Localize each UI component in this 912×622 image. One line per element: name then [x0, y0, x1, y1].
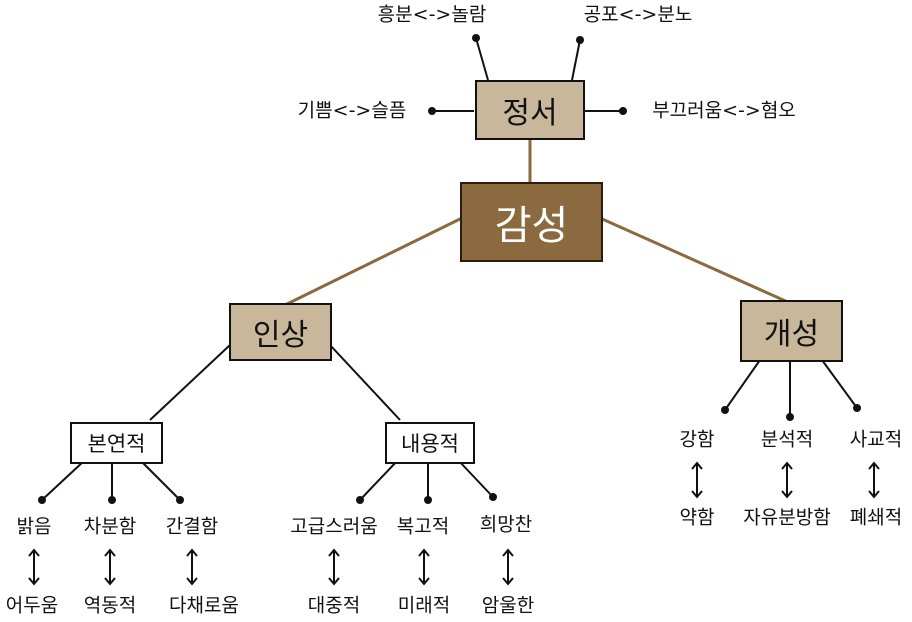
content-pair-bottom: 대중적	[307, 594, 361, 617]
double-arrow-icon: <->	[412, 3, 452, 26]
form-label: 본연적	[87, 432, 146, 456]
impression-node: 인상	[229, 303, 332, 361]
double-arrow-icon	[417, 548, 431, 586]
pair-left: 흥분	[377, 3, 413, 26]
double-arrow-icon	[103, 548, 117, 586]
form-pair-bottom: 어두움	[5, 594, 59, 617]
content-label: 내용적	[401, 432, 459, 456]
double-arrow-icon	[867, 461, 881, 499]
center-label: 감성	[494, 203, 569, 249]
emotion-pair-shame-disgust: 부끄러움<->혐오	[652, 99, 796, 122]
pair-left: 공포	[583, 3, 619, 26]
pair-right: 분노	[657, 3, 693, 26]
form-pair-top: 간결함	[165, 515, 219, 538]
double-arrow-icon: <->	[332, 99, 372, 122]
personality-pair-top: 분석적	[760, 428, 814, 451]
pair-right: 놀람	[451, 3, 487, 26]
double-arrow-icon: <->	[618, 3, 658, 26]
personality-node: 개성	[740, 300, 843, 362]
double-arrow-icon	[501, 548, 515, 586]
double-arrow-icon	[690, 461, 704, 499]
content-pair-bottom: 암울한	[481, 594, 535, 617]
personality-pair-top: 사교적	[849, 428, 903, 451]
personality-pair-top: 강함	[679, 428, 715, 451]
double-arrow-icon	[327, 548, 341, 586]
emotion-node: 정서	[475, 80, 585, 140]
emotion-pair-joy-sadness: 기쁨<->슬픔	[297, 99, 407, 122]
double-arrow-icon	[185, 548, 199, 586]
content-pair-top: 복고적	[396, 515, 450, 538]
pair-left: 기쁨	[297, 99, 333, 122]
content-node: 내용적	[385, 422, 475, 464]
personality-pair-bottom: 폐쇄적	[849, 506, 903, 529]
content-pair-top: 고급스러움	[290, 515, 378, 538]
center-node: 감성	[460, 182, 603, 262]
emotion-label: 정서	[502, 96, 558, 131]
link-center-personality	[599, 216, 791, 305]
form-pair-top: 밝음	[16, 515, 52, 538]
double-arrow-icon	[27, 548, 41, 586]
form-pair-bottom: 역동적	[83, 594, 137, 617]
personality-pair-bottom: 약함	[679, 506, 715, 529]
form-pair-bottom: 다채로움	[169, 594, 239, 617]
content-pair-bottom: 미래적	[397, 594, 451, 617]
double-arrow-icon	[780, 461, 794, 499]
pair-right: 슬픔	[371, 99, 407, 122]
pair-right: 혐오	[760, 99, 796, 122]
personality-label: 개성	[763, 317, 820, 352]
form-node: 본연적	[70, 422, 163, 464]
link-center-impression	[284, 216, 463, 307]
double-arrow-icon: <->	[722, 99, 761, 122]
personality-pair-bottom: 자유분방함	[743, 506, 831, 529]
content-pair-top: 희망찬	[479, 513, 533, 536]
emotion-pair-fear-anger: 공포<->분노	[583, 3, 693, 26]
emotion-pair-excitement-surprise: 흥분<->놀람	[377, 3, 487, 26]
pair-left: 부끄러움	[652, 99, 723, 122]
impression-label: 인상	[252, 318, 309, 353]
form-pair-top: 차분함	[83, 515, 137, 538]
